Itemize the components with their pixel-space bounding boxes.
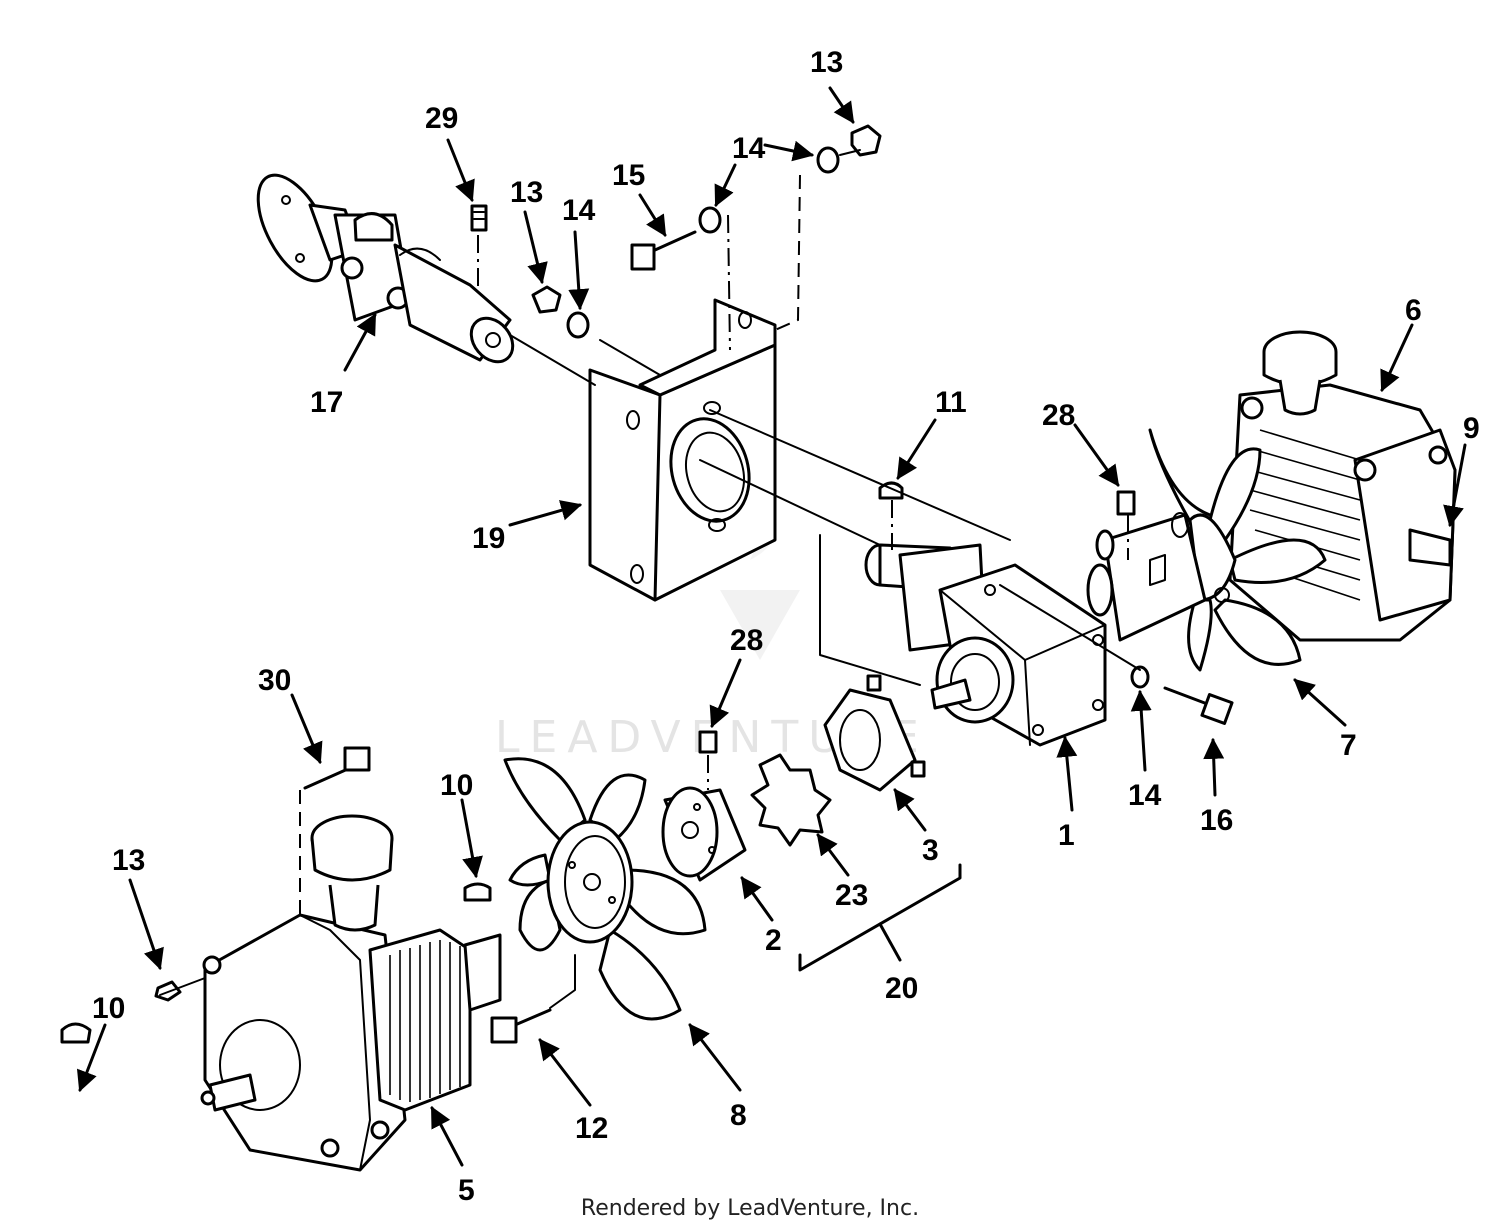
callout-6: 6: [1405, 294, 1422, 327]
callout-9: 9: [1463, 412, 1480, 445]
cap-screw-30: [303, 746, 371, 790]
mounting-bracket: [588, 298, 777, 602]
callout-28-lower: 28: [730, 624, 763, 657]
lock-washer-14-top-left: [566, 311, 590, 339]
lock-washer-14-top-middle: [698, 206, 722, 234]
coupling-half-3: [823, 674, 926, 792]
callout-10-left: 10: [92, 992, 125, 1025]
cooling-fan-right: [1086, 428, 1327, 672]
callout-19: 19: [472, 522, 505, 555]
callout-13-left: 13: [112, 844, 145, 877]
set-screw-28-upper: [1116, 490, 1136, 516]
callout-30: 30: [258, 664, 291, 697]
hydraulic-pump-left: [200, 814, 502, 1172]
set-screw-28-lower: [698, 730, 718, 754]
callout-1: 1: [1058, 819, 1075, 852]
callout-14-top-middle: 14: [732, 132, 766, 165]
callout-23: 23: [835, 879, 868, 912]
callout-15: 15: [612, 159, 645, 192]
nut-13-top-left: [531, 285, 562, 314]
callout-11: 11: [935, 386, 967, 419]
callout-17: 17: [310, 386, 343, 419]
callout-14-right: 14: [1128, 779, 1162, 812]
callout-10-middle: 10: [440, 769, 473, 802]
callout-12: 12: [575, 1112, 608, 1145]
callout-14-top-left: 14: [562, 194, 596, 227]
callout-8: 8: [730, 1099, 747, 1132]
lock-washer-14-top-right: [816, 146, 840, 174]
key-10-middle: [463, 882, 492, 902]
callout-5: 5: [458, 1174, 475, 1207]
set-screw-29: [470, 204, 488, 232]
cap-screw-16: [1163, 686, 1234, 725]
group-bracket-20: [798, 863, 962, 972]
lock-washer-14-right: [1130, 665, 1150, 689]
nut-13-top-right: [850, 124, 882, 157]
right-angle-gearbox: [864, 543, 1107, 747]
assembly-lines: [159, 149, 1141, 1009]
hydraulic-pump-right: [1228, 330, 1457, 642]
callout-29: 29: [425, 102, 458, 135]
key-10-left: [60, 1022, 92, 1044]
callout-20: 20: [885, 972, 918, 1005]
render-credit: Rendered by LeadVenture, Inc.: [580, 1196, 920, 1221]
coupling-half-2: [661, 786, 747, 882]
callout-16: 16: [1200, 804, 1233, 837]
universal-joint: [256, 173, 515, 364]
cooling-fan-left: [503, 757, 707, 1021]
group-bracket-20-leader: [878, 922, 902, 962]
callout-7: 7: [1340, 729, 1357, 762]
callout-arrows: [76, 86, 1467, 1167]
callout-13-top-left: 13: [510, 176, 543, 209]
callout-13-top-right: 13: [810, 46, 843, 79]
callout-3: 3: [922, 834, 939, 867]
callout-labels: 1 2 3 5 6 7 8 9 10 10 11 12 13 13 13 14 …: [92, 46, 1480, 1207]
callout-28-upper: 28: [1042, 399, 1075, 432]
cap-screw-12: [490, 1008, 552, 1044]
coupling-spider-23: [750, 753, 832, 847]
cap-screw-15: [630, 230, 697, 271]
callout-2: 2: [765, 924, 782, 957]
